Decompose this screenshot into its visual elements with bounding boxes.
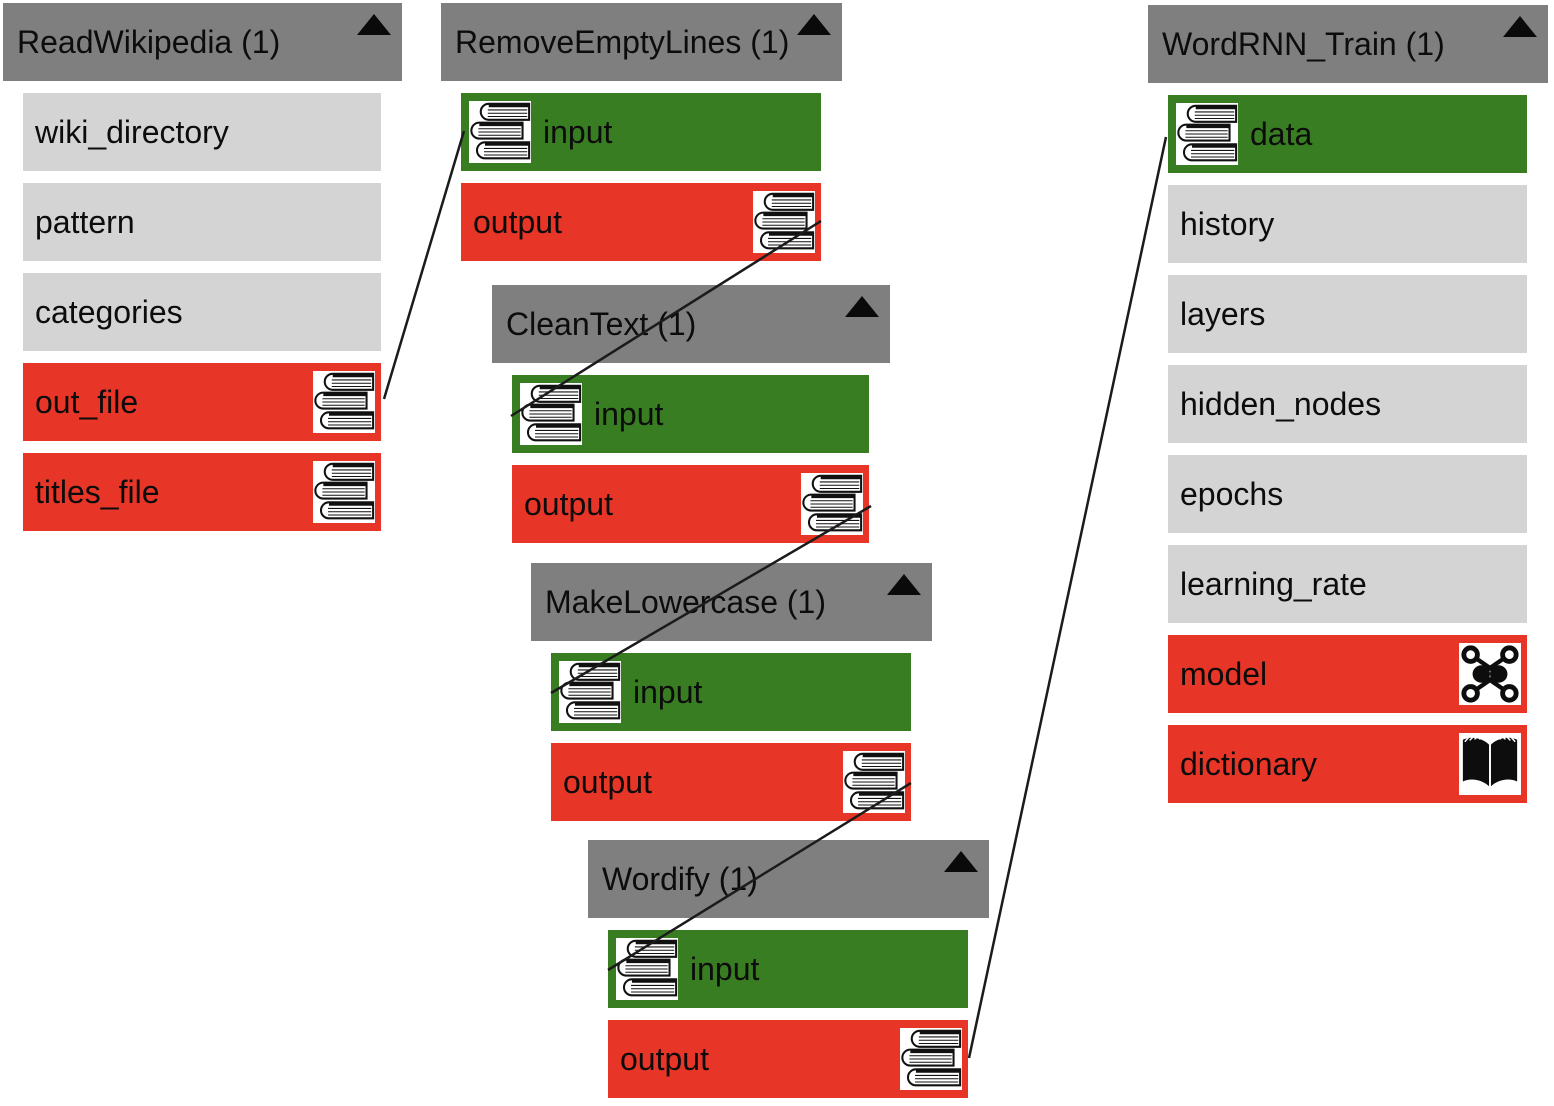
node-header-wordrnn-train[interactable]: WordRNN_Train (1)	[1148, 5, 1548, 83]
books-stack-icon	[616, 938, 678, 1000]
books-stack-icon	[753, 191, 815, 253]
node-header-readwikipedia[interactable]: ReadWikipedia (1)	[3, 3, 402, 81]
field-label: output	[524, 485, 613, 522]
field-label: learning_rate	[1180, 565, 1367, 602]
node-header-removeemptylines[interactable]: RemoveEmptyLines (1)	[441, 3, 842, 81]
node-title: RemoveEmptyLines (1)	[455, 23, 790, 60]
books-stack-icon	[801, 473, 863, 535]
field-label: input	[633, 673, 703, 710]
field-label: pattern	[35, 203, 135, 240]
param-categories[interactable]: categories	[23, 273, 381, 351]
node-readwikipedia: ReadWikipedia (1) wiki_directory pattern…	[3, 3, 402, 531]
collapse-triangle-icon[interactable]	[1503, 16, 1537, 37]
port-input[interactable]: input	[461, 93, 821, 171]
field-label: input	[543, 113, 613, 150]
books-stack-icon	[843, 751, 905, 813]
param-learning-rate[interactable]: learning_rate	[1168, 545, 1527, 623]
field-label: output	[620, 1040, 709, 1077]
param-wiki-directory[interactable]: wiki_directory	[23, 93, 381, 171]
param-hidden-nodes[interactable]: hidden_nodes	[1168, 365, 1527, 443]
books-stack-icon	[313, 461, 375, 523]
field-label: model	[1180, 655, 1268, 692]
books-stack-icon	[559, 661, 621, 723]
param-layers[interactable]: layers	[1168, 275, 1527, 353]
field-label: history	[1180, 205, 1275, 242]
node-fields: input output	[461, 93, 821, 261]
field-label: output	[473, 203, 562, 240]
port-input[interactable]: input	[608, 930, 968, 1008]
collapse-triangle-icon[interactable]	[797, 14, 831, 35]
port-output[interactable]: output	[608, 1020, 968, 1098]
collapse-triangle-icon[interactable]	[845, 296, 879, 317]
node-fields: input output	[608, 930, 968, 1098]
node-removeemptylines: RemoveEmptyLines (1) input output	[441, 3, 842, 261]
node-header-wordify[interactable]: Wordify (1)	[588, 840, 989, 918]
port-input[interactable]: input	[512, 375, 869, 453]
collapse-triangle-icon[interactable]	[944, 851, 978, 872]
node-wordrnn-train: WordRNN_Train (1) data history layers hi…	[1148, 5, 1548, 803]
port-input[interactable]: input	[551, 653, 911, 731]
port-output[interactable]: output	[551, 743, 911, 821]
node-cleantext: CleanText (1) input output	[492, 285, 890, 543]
field-label: dictionary	[1180, 745, 1317, 782]
node-fields: data history layers hidden_nodes epochs …	[1168, 95, 1527, 803]
port-out-file[interactable]: out_file	[23, 363, 381, 441]
port-output[interactable]: output	[512, 465, 869, 543]
node-fields: input output	[512, 375, 869, 543]
node-title: Wordify (1)	[602, 860, 758, 897]
neural-network-icon	[1459, 643, 1521, 705]
field-label: epochs	[1180, 475, 1284, 512]
param-pattern[interactable]: pattern	[23, 183, 381, 261]
node-wordify: Wordify (1) input output	[588, 840, 989, 1098]
node-title: MakeLowercase (1)	[545, 583, 826, 620]
port-titles-file[interactable]: titles_file	[23, 453, 381, 531]
port-dictionary[interactable]: dictionary	[1168, 725, 1527, 803]
open-book-icon	[1459, 733, 1521, 795]
param-history[interactable]: history	[1168, 185, 1527, 263]
node-header-makelowercase[interactable]: MakeLowercase (1)	[531, 563, 932, 641]
node-header-cleantext[interactable]: CleanText (1)	[492, 285, 890, 363]
port-model[interactable]: model	[1168, 635, 1527, 713]
field-label: layers	[1180, 295, 1266, 332]
books-stack-icon	[1176, 103, 1238, 165]
field-label: input	[690, 950, 760, 987]
node-fields: wiki_directory pattern categories out_fi…	[23, 93, 381, 531]
node-title: WordRNN_Train (1)	[1162, 25, 1445, 62]
field-label: categories	[35, 293, 183, 330]
books-stack-icon	[520, 383, 582, 445]
books-stack-icon	[900, 1028, 962, 1090]
field-label: out_file	[35, 383, 139, 420]
port-data[interactable]: data	[1168, 95, 1527, 173]
node-title: ReadWikipedia (1)	[17, 23, 281, 60]
port-output[interactable]: output	[461, 183, 821, 261]
field-label: hidden_nodes	[1180, 385, 1382, 422]
wire-wordify-output-to-wordrnn-data	[967, 136, 1168, 1059]
node-title: CleanText (1)	[506, 305, 697, 342]
field-label: wiki_directory	[35, 113, 229, 150]
field-label: output	[563, 763, 652, 800]
books-stack-icon	[469, 101, 531, 163]
field-label: titles_file	[35, 473, 160, 510]
collapse-triangle-icon[interactable]	[887, 574, 921, 595]
node-makelowercase: MakeLowercase (1) input output	[531, 563, 932, 821]
node-fields: input output	[551, 653, 911, 821]
field-label: input	[594, 395, 664, 432]
collapse-triangle-icon[interactable]	[357, 14, 391, 35]
param-epochs[interactable]: epochs	[1168, 455, 1527, 533]
field-label: data	[1250, 115, 1313, 152]
books-stack-icon	[313, 371, 375, 433]
